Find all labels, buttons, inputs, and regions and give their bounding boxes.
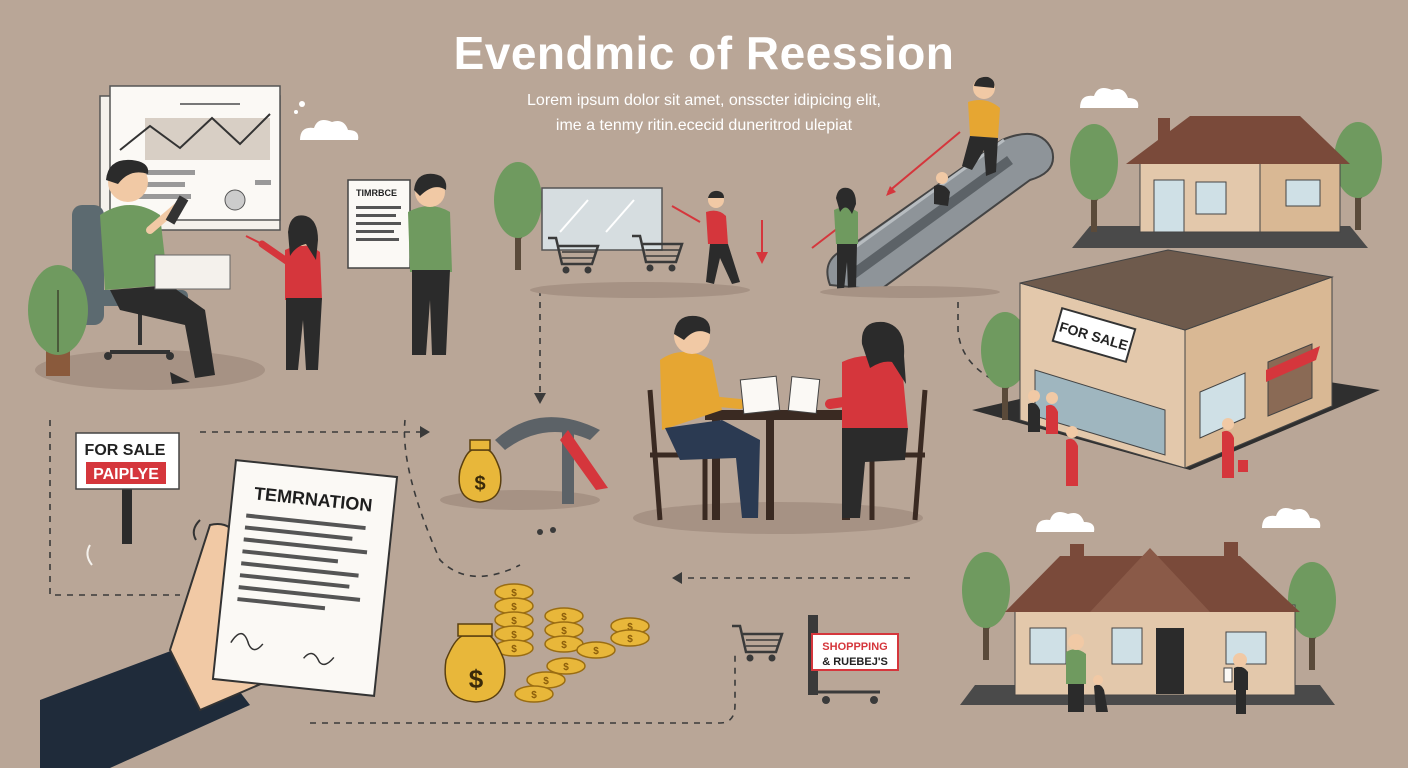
subtitle-line-1: Lorem ipsum dolor sit amet, onsscter idi… xyxy=(527,92,881,109)
house-icon xyxy=(1005,542,1300,696)
escalator-icon xyxy=(826,132,1054,292)
plant-pot xyxy=(28,265,88,376)
for-sale-yard-sign: FOR SALE PAIPLYE xyxy=(75,432,180,544)
tree-icon xyxy=(1332,120,1384,232)
cloud-icon xyxy=(1036,512,1095,532)
svg-text:$: $ xyxy=(469,664,484,694)
svg-text:$: $ xyxy=(474,473,485,495)
man-holding-document: TIMRBCE xyxy=(347,173,452,355)
cloud-icon xyxy=(300,120,359,140)
cloud-icon xyxy=(1262,508,1321,528)
family-in-front-of-house xyxy=(1066,634,1248,714)
page-title: Evendmic of Reession xyxy=(453,27,955,79)
for-sale-sign-bottom: PAIPLYE xyxy=(93,466,159,483)
tree-icon xyxy=(492,160,544,272)
down-arrow-icon xyxy=(756,252,768,264)
house-icon xyxy=(1126,116,1350,233)
storefront-building: FOR SALE xyxy=(1019,249,1334,469)
shopping-sign-line-1: SHOPPPING xyxy=(822,641,887,653)
tree-icon xyxy=(1068,122,1120,234)
pickaxe xyxy=(495,417,608,504)
couple-at-table xyxy=(647,315,928,521)
woman-pointing xyxy=(245,215,322,370)
person-walking-red xyxy=(706,190,740,284)
subtitle-line-2: ime a tenmy ritin.ececid duneritrod ulep… xyxy=(555,117,853,134)
shopping-sign: SHOPPPING & RUEBEJ'S xyxy=(808,615,899,704)
child-on-escalator xyxy=(934,172,950,206)
store-window xyxy=(541,187,663,251)
tree-icon xyxy=(960,550,1012,662)
small-doc-heading: TIMRBCE xyxy=(356,188,397,198)
store-customers xyxy=(1028,390,1248,486)
cloud-icon xyxy=(1080,88,1139,108)
office-worker-seated xyxy=(72,159,231,384)
money-bag-icon: $ xyxy=(444,623,506,703)
for-sale-sign-top: FOR SALE xyxy=(85,442,166,459)
shopping-sign-line-2: & RUEBEJ'S xyxy=(822,656,888,668)
man-on-escalator xyxy=(962,76,1000,176)
woman-at-escalator xyxy=(834,187,858,290)
coin-stack-icon xyxy=(494,583,650,703)
money-bag-icon: $ xyxy=(458,439,502,503)
shopping-cart-icon xyxy=(730,624,784,663)
flow-arrows xyxy=(49,290,991,724)
termination-letter: TEMRNATION xyxy=(40,459,399,768)
